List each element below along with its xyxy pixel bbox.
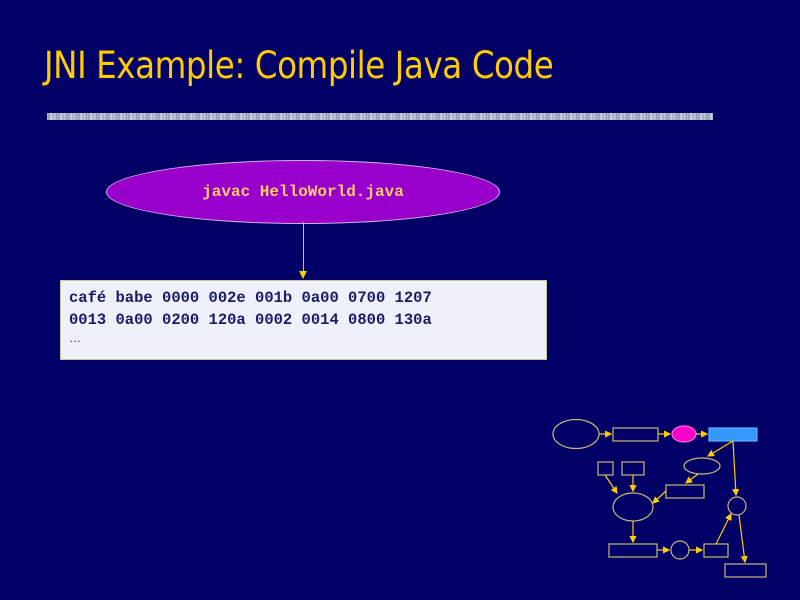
flow-node-ellipse-3 bbox=[612, 492, 654, 522]
bytecode-line-2: 0013 0a00 0200 120a 0002 0014 0800 130a bbox=[69, 311, 432, 329]
bytecode-line-1: café babe 0000 002e 001b 0a00 0700 1207 bbox=[69, 289, 432, 307]
flow-node-rect-1 bbox=[612, 427, 659, 442]
flow-node-ellipse-1 bbox=[552, 418, 600, 450]
flow-arrow-head-icon bbox=[299, 271, 307, 279]
flow-node-small-rect-1 bbox=[597, 461, 614, 476]
flow-node-rect-2 bbox=[665, 484, 705, 499]
bytecode-box: café babe 0000 002e 001b 0a00 0700 1207 … bbox=[60, 280, 547, 360]
command-ellipse: javac HelloWorld.java bbox=[106, 160, 500, 224]
title-divider bbox=[47, 113, 713, 120]
flow-node-rect-4 bbox=[703, 543, 729, 558]
flow-node-highlight-rect bbox=[708, 427, 758, 442]
command-text: javac HelloWorld.java bbox=[202, 183, 404, 201]
flow-node-highlight-ellipse bbox=[671, 425, 697, 443]
flow-node-small-rect-2 bbox=[621, 461, 645, 476]
flow-node-circle-1 bbox=[727, 496, 747, 516]
flow-arrow-line bbox=[303, 222, 304, 272]
flow-node-rect-5 bbox=[724, 563, 767, 578]
flow-node-ellipse-2 bbox=[683, 457, 721, 475]
slide-title: JNI Example: Compile Java Code bbox=[44, 44, 554, 87]
flow-node-rect-3 bbox=[608, 543, 658, 558]
flow-node-circle-2 bbox=[670, 540, 690, 560]
bytecode-ellipsis: … bbox=[69, 331, 81, 345]
